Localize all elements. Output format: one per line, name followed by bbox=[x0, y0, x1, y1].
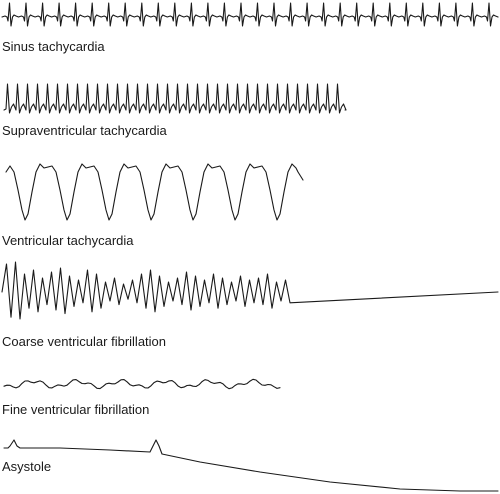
label-sinus-tachycardia: Sinus tachycardia bbox=[2, 39, 105, 54]
label-asystole: Asystole bbox=[2, 459, 51, 474]
label-fine-ventricular-fibrillation: Fine ventricular fibrillation bbox=[2, 402, 149, 417]
ecg-trace-sinus-tachycardia bbox=[1, 2, 499, 27]
ecg-trace-ventricular-tachycardia bbox=[5, 163, 304, 221]
label-supraventricular-tachycardia: Supraventricular tachycardia bbox=[2, 123, 168, 138]
ecg-trace-supraventricular-tachycardia bbox=[3, 83, 347, 114]
ecg-trace-fine-ventricular-fibrillation bbox=[3, 378, 281, 390]
ecg-trace-coarse-ventricular-fibrillation bbox=[1, 261, 499, 320]
ecg-trace-asystole bbox=[3, 439, 499, 492]
label-coarse-ventricular-fibrillation: Coarse ventricular fibrillation bbox=[2, 334, 166, 349]
label-ventricular-tachycardia: Ventricular tachycardia bbox=[2, 233, 134, 248]
